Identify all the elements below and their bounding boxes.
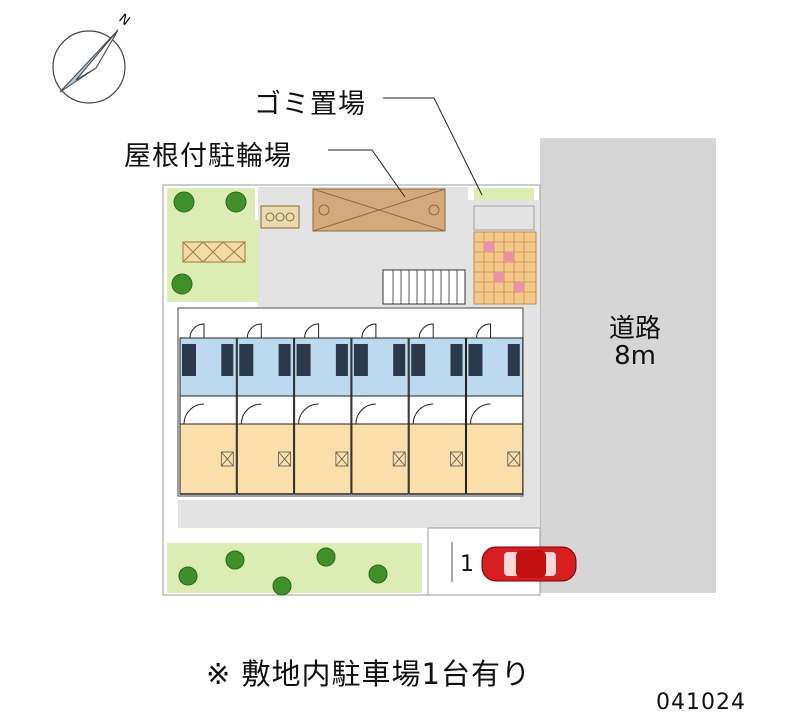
tree — [368, 564, 388, 584]
building — [177, 307, 524, 497]
stairs — [382, 269, 466, 305]
tree — [178, 566, 198, 586]
unit-3 — [294, 323, 352, 495]
grass-top-right — [474, 188, 534, 200]
bicycle-parking-roof — [312, 188, 446, 232]
unit-1 — [179, 323, 237, 495]
compass-north-label: N — [116, 11, 133, 29]
tree — [272, 576, 292, 596]
tree — [171, 273, 193, 295]
road-label: 道路 — [608, 314, 661, 344]
tree — [225, 550, 245, 570]
parking-space-number: 1 — [460, 552, 474, 577]
road — [540, 138, 716, 593]
unit-4 — [351, 323, 409, 495]
paved-strip-right — [520, 300, 540, 530]
outdoor-units — [182, 241, 246, 263]
plan-code: 041024 — [656, 690, 746, 715]
tree — [225, 191, 247, 213]
paved-strip-bottom — [178, 500, 540, 528]
unit-5 — [408, 323, 467, 495]
garbage-area — [473, 205, 535, 231]
planter-box — [260, 205, 300, 229]
garbage-area-label: ゴミ置場 — [254, 89, 366, 120]
car — [481, 546, 577, 582]
garbage-leader-line — [383, 97, 483, 196]
parking-note: ※ 敷地内駐車場1台有り — [206, 657, 531, 691]
road-width-label: 8m — [614, 341, 656, 371]
unit-2 — [236, 323, 295, 495]
compass-icon — [52, 29, 126, 104]
tree — [316, 547, 336, 567]
bicycle-leader-line — [328, 149, 406, 198]
bicycle-parking-label: 屋根付駐輪場 — [124, 141, 292, 172]
tiled-area — [473, 231, 537, 305]
unit-6 — [466, 323, 524, 495]
tree — [173, 191, 195, 213]
